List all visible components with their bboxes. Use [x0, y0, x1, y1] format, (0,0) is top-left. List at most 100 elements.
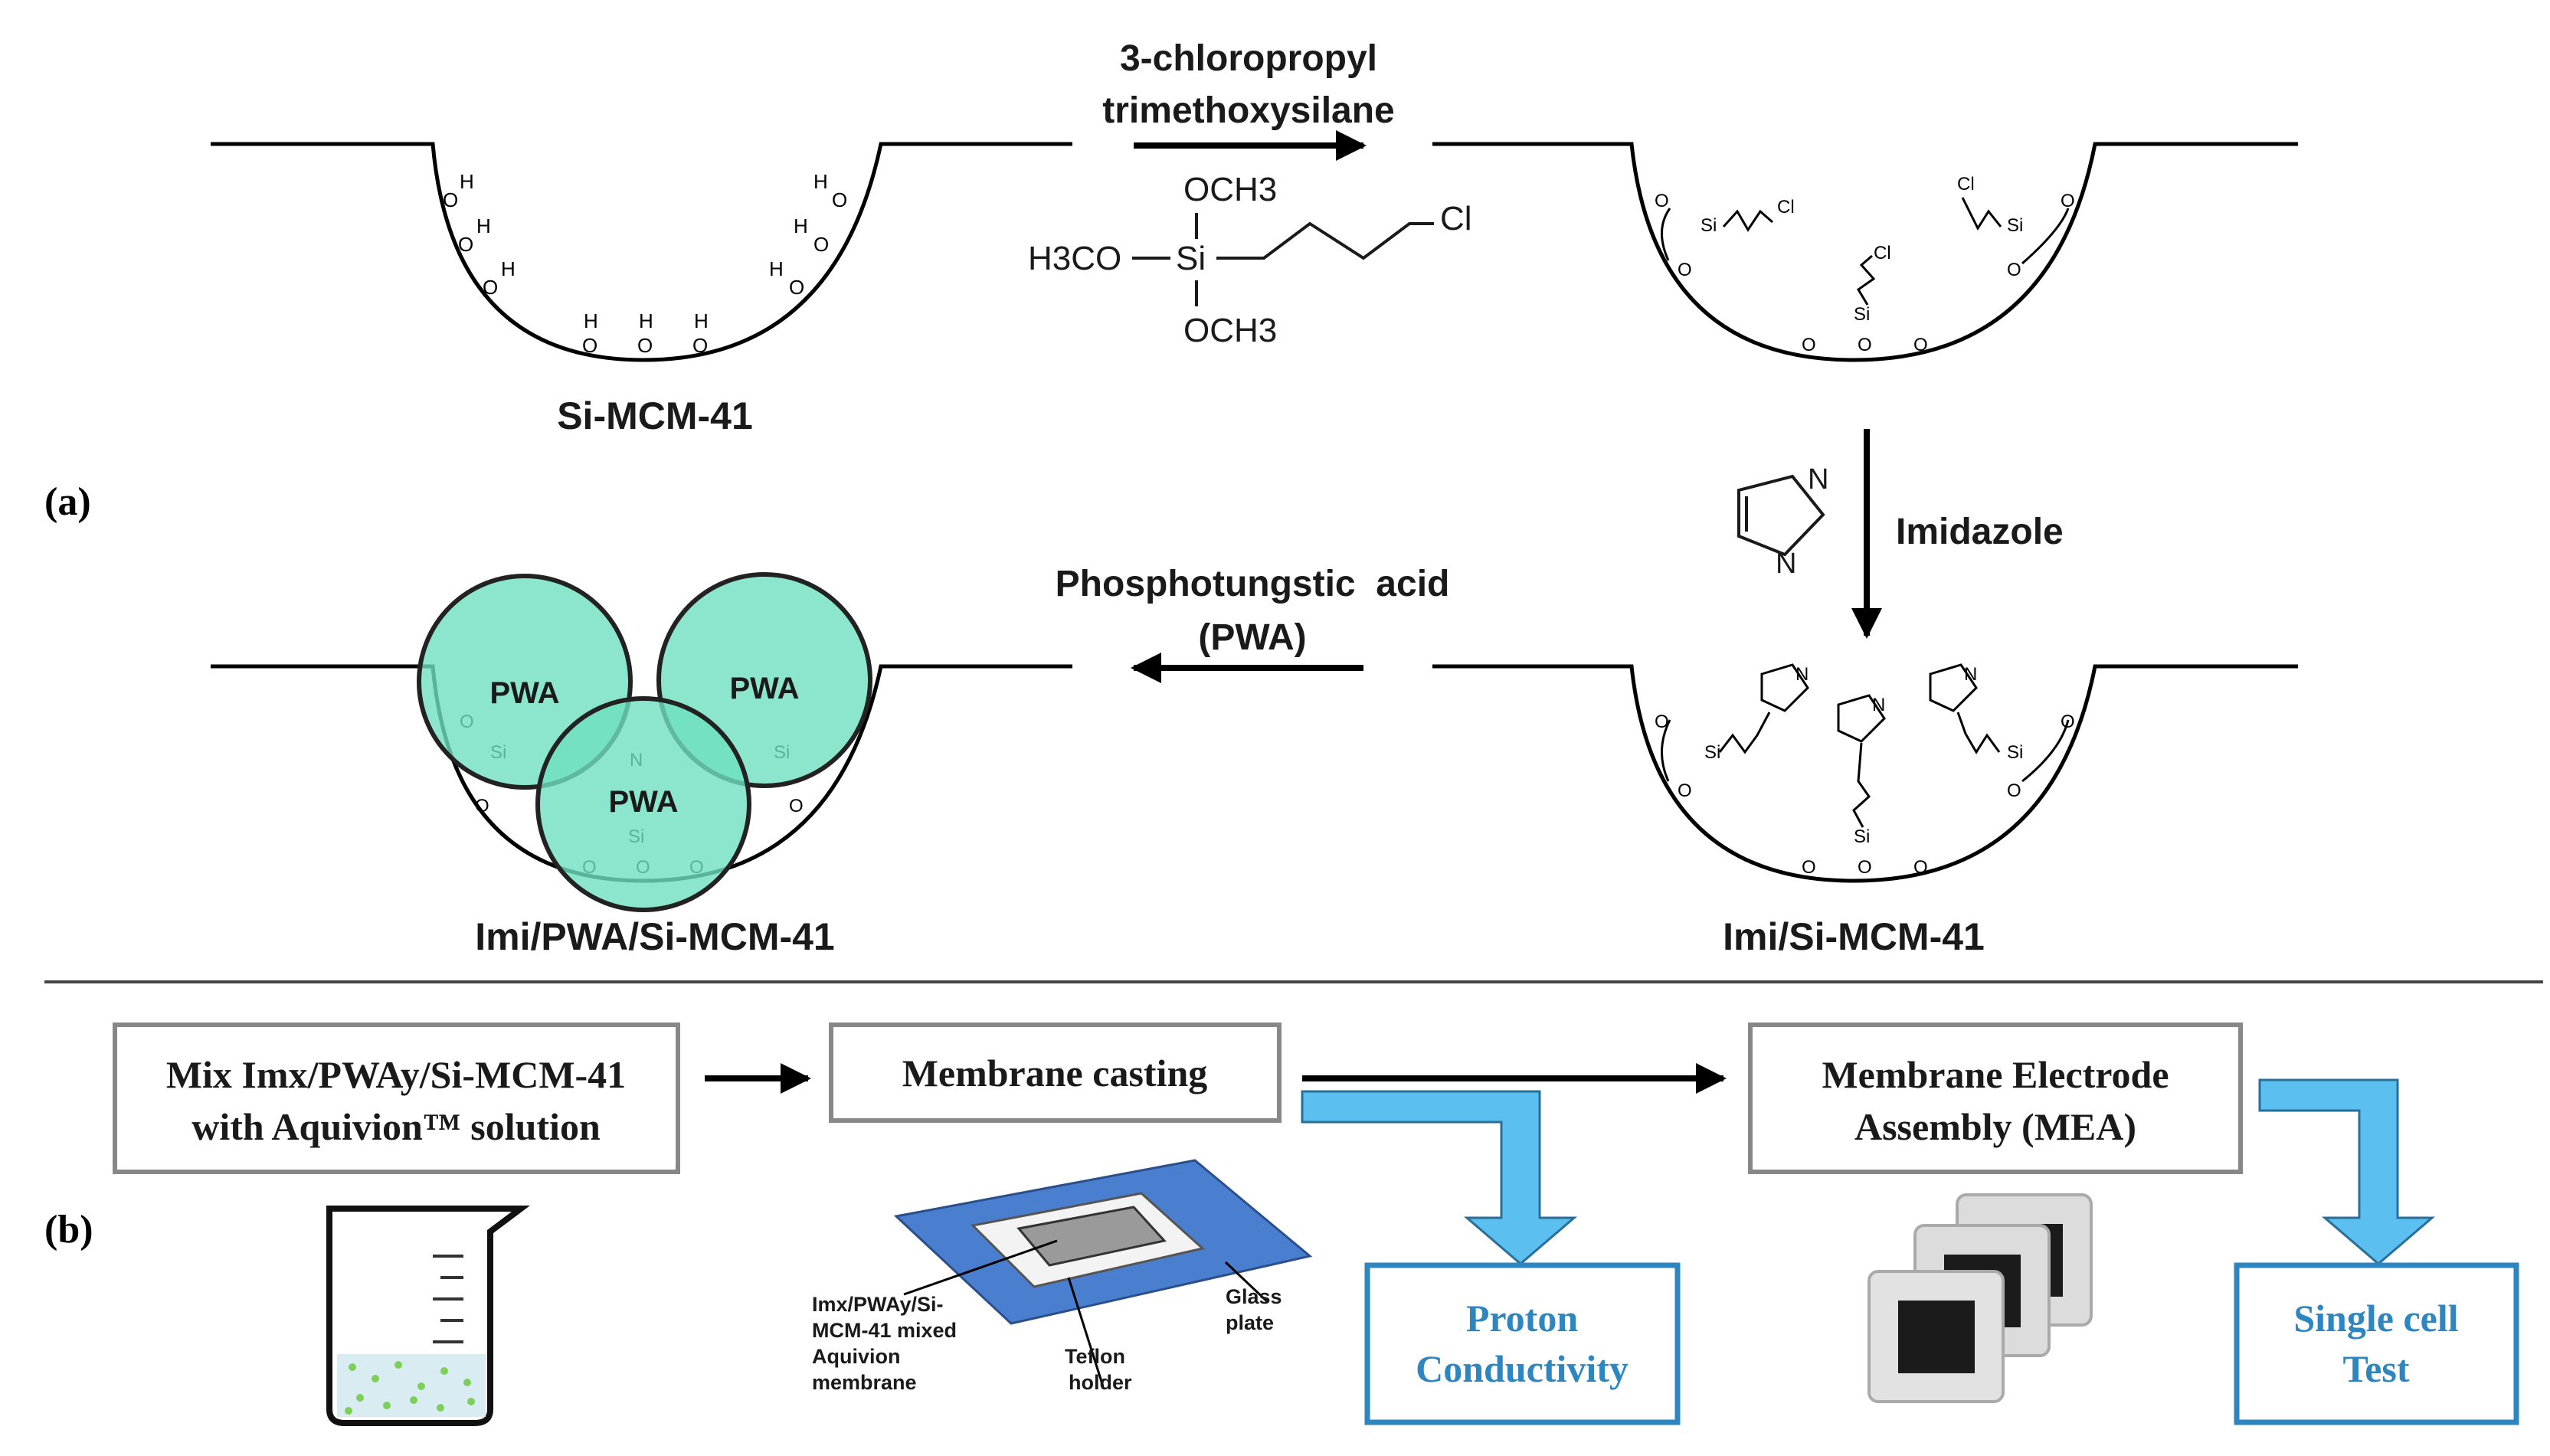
chloropropyl-chain-bonds [1661, 197, 2070, 306]
svg-text:H: H [639, 309, 653, 332]
reagent-chloropropyl-line1: 3-chloropropyl [1120, 38, 1377, 79]
svg-text:membrane: membrane [812, 1371, 917, 1394]
reagent-chloropropyl-line2: trimethoxysilane [1102, 90, 1394, 131]
step-mea-line2: Assembly (MEA) [1854, 1105, 2136, 1148]
svg-text:N: N [1872, 695, 1885, 715]
svg-text:O: O [1802, 335, 1816, 355]
svg-text:PWA: PWA [489, 676, 559, 710]
svg-text:Imx/PWAy/Si-: Imx/PWAy/Si- [812, 1293, 944, 1316]
svg-text:O: O [1655, 191, 1669, 211]
imidazole-n-bottom: N [1776, 548, 1796, 580]
reagent-imidazole: Imidazole [1896, 512, 2064, 552]
svg-text:Si: Si [1854, 826, 1870, 847]
label-imi-pwa-si-mcm41: Imi/PWA/Si-MCM-41 [475, 915, 834, 958]
svg-text:H: H [694, 309, 709, 332]
svg-text:N: N [1795, 664, 1809, 685]
pwa-labels: PWA PWA PWA [489, 672, 799, 819]
svg-text:Si: Si [1854, 304, 1870, 325]
step-casting-box [829, 1022, 1282, 1123]
step-mix-line1: Mix Imx/PWAy/Si-MCM-41 [166, 1053, 626, 1096]
svg-text:O: O [458, 233, 473, 256]
pwa-clusters [417, 572, 872, 912]
svg-text:O: O [2061, 191, 2075, 211]
svg-text:O: O [1913, 857, 1928, 878]
step-casting-label: Membrane casting [902, 1052, 1208, 1094]
panel-b-label: (b) [44, 1208, 93, 1252]
svg-text:O: O [692, 334, 708, 357]
silane-structure: OCH3 H3CO Si OCH3 Cl [1028, 171, 1472, 349]
svg-text:O: O [443, 188, 458, 211]
result-proton-line1: Proton [1466, 1297, 1578, 1340]
svg-text:Aquivion: Aquivion [812, 1345, 901, 1368]
svg-text:O: O [832, 188, 847, 211]
blue-arrow-to-proton [1301, 1090, 1578, 1265]
svg-text:O: O [475, 796, 489, 816]
blue-arrow-to-single-cell [2258, 1078, 2436, 1265]
svg-text:H: H [501, 257, 516, 280]
chloropropyl-chains: O Si Cl O Si Cl O O O Si Cl O O [1655, 174, 2075, 355]
svg-text:O: O [2061, 712, 2075, 732]
svg-text:Si: Si [1704, 742, 1720, 763]
svg-text:O: O [2007, 260, 2021, 280]
svg-text:O: O [1678, 780, 1692, 801]
silane-bonds [1132, 213, 1434, 306]
svg-text:holder: holder [1069, 1371, 1132, 1394]
svg-text:O: O [1858, 857, 1872, 878]
svg-text:O: O [582, 334, 597, 357]
reagent-pwa-line2: (PWA) [1198, 617, 1306, 658]
step-mix-box [113, 1022, 680, 1174]
panel-a-label: (a) [44, 480, 91, 524]
svg-text:OCH3: OCH3 [1183, 312, 1277, 349]
svg-text:Cl: Cl [1777, 197, 1795, 218]
step-mea-box [1748, 1022, 2243, 1174]
svg-text:O: O [1802, 857, 1816, 878]
svg-text:MCM-41 mixed: MCM-41 mixed [812, 1319, 957, 1342]
mea-stack-illustration [1867, 1193, 2093, 1403]
svg-text:plate: plate [1226, 1311, 1274, 1334]
step-mea-line1: Membrane Electrode [1822, 1053, 2169, 1096]
result-single-cell-line1: Single cell [2293, 1297, 2458, 1340]
svg-text:Cl: Cl [1440, 200, 1472, 237]
svg-text:O: O [789, 276, 804, 299]
svg-text:O: O [813, 233, 829, 256]
svg-text:H: H [813, 170, 828, 193]
pore-si-mcm41 [211, 142, 1072, 362]
svg-text:O: O [2007, 780, 2021, 801]
svg-text:Si: Si [2007, 742, 2023, 763]
svg-text:Cl: Cl [1874, 243, 1891, 263]
pwa-cluster-bottom [535, 696, 751, 912]
svg-text:H: H [476, 214, 491, 237]
svg-text:O: O [1858, 335, 1872, 355]
svg-text:N: N [1964, 664, 1977, 685]
beaker-illustration [326, 1206, 530, 1426]
result-single-cell-line2: Test [2342, 1347, 2409, 1390]
reagent-pwa-line1: Phosphotungstic acid [1056, 564, 1450, 604]
svg-text:Si: Si [2007, 215, 2023, 236]
svg-text:H3CO: H3CO [1028, 240, 1121, 277]
svg-text:O: O [1913, 335, 1928, 355]
svg-text:O: O [1678, 260, 1692, 280]
imidazole-n-top: N [1808, 463, 1828, 496]
step-mix-line2: with Aquivion™ solution [191, 1105, 601, 1148]
svg-text:O: O [637, 334, 653, 357]
result-proton-line2: Conductivity [1416, 1347, 1629, 1390]
casting-setup-illustration [893, 1159, 1313, 1387]
label-si-mcm41: Si-MCM-41 [557, 394, 753, 437]
result-single-cell-box [2234, 1262, 2519, 1425]
imidazole-ring [1737, 474, 1825, 557]
svg-text:Si: Si [1701, 215, 1717, 236]
imidazole-chain-atoms: N N N O Si O Si O O O Si O O [1655, 664, 2075, 878]
casting-labels: Imx/PWAy/Si- MCM-41 mixed Aquivion membr… [812, 1285, 1282, 1394]
result-proton-box [1364, 1262, 1681, 1425]
svg-text:H: H [794, 214, 808, 237]
label-imi-si-mcm41: Imi/Si-MCM-41 [1723, 915, 1985, 958]
svg-text:Si: Si [1176, 240, 1206, 277]
silanol-groups: OH OH OH OH OH OH OH OH OH [443, 170, 847, 357]
svg-text:O: O [1655, 712, 1669, 732]
svg-text:O: O [483, 276, 498, 299]
svg-text:H: H [584, 309, 598, 332]
imidazole-chains [1661, 663, 2070, 828]
svg-text:H: H [460, 170, 474, 193]
pore-imi-si-mcm41 [1432, 664, 2298, 883]
